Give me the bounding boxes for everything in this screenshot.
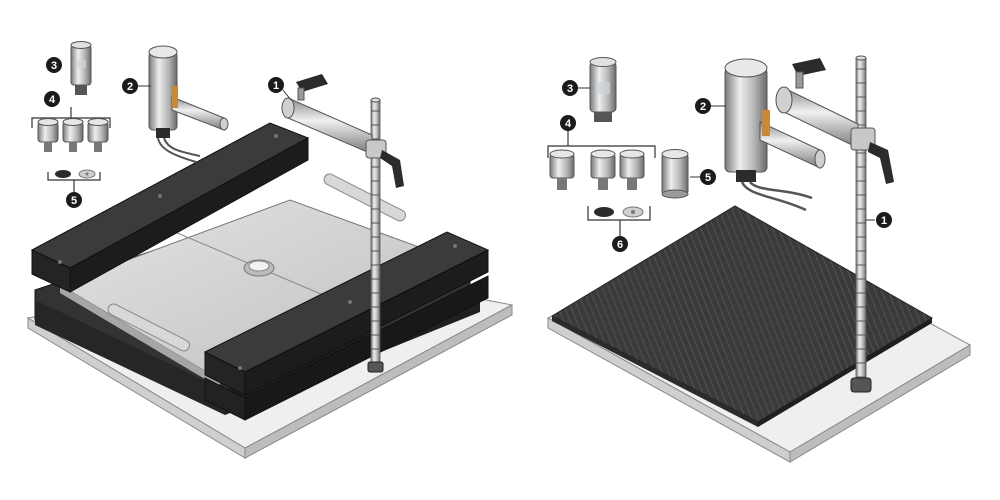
right-probe-arm (775, 58, 894, 184)
right-callout-2: 2 (695, 98, 711, 114)
right-apparatus: 1 2 3 4 5 6 (546, 55, 972, 463)
svg-text:3: 3 (567, 83, 573, 95)
right-leader-lines (578, 87, 875, 221)
right-disk-pads (587, 206, 651, 236)
right-callout-6: 6 (612, 236, 628, 252)
right-callout-4: 4 (560, 115, 576, 131)
left-platform (58, 173, 462, 388)
left-probe-arm (281, 74, 404, 188)
adapter-a (549, 149, 575, 190)
right-single-cup (661, 149, 689, 199)
left-leader-lines (138, 85, 292, 101)
right-callout-1: 1 (876, 212, 892, 228)
left-probe-holder (148, 45, 229, 163)
right-stand-pole (850, 55, 872, 393)
svg-text:4: 4 (565, 118, 572, 130)
adapter-c (619, 149, 645, 190)
svg-text:5: 5 (71, 195, 77, 207)
left-stand-pole (367, 97, 384, 373)
left-callout-1: 1 (268, 77, 284, 93)
adapter-b (62, 118, 84, 152)
adapter-c (87, 118, 109, 152)
right-probe-holder (724, 58, 826, 212)
right-callout-3: 3 (562, 80, 578, 96)
svg-text:5: 5 (705, 172, 711, 184)
left-apparatus: 1 2 3 4 5 (26, 41, 514, 459)
left-frame-front-bar (203, 231, 490, 421)
left-callout-4: 4 (44, 91, 60, 107)
svg-text:6: 6 (617, 239, 623, 251)
left-disk-pads (47, 169, 101, 192)
left-callout-5: 5 (66, 192, 82, 208)
left-frame-back-bar (30, 122, 310, 293)
svg-text:2: 2 (127, 81, 133, 93)
left-callout-2: 2 (122, 78, 138, 94)
right-callout-5: 5 (700, 169, 716, 185)
adapter-a (37, 118, 59, 152)
right-mat (550, 205, 933, 427)
left-probe-cup (70, 41, 92, 95)
svg-text:4: 4 (49, 94, 56, 106)
svg-text:1: 1 (881, 215, 887, 227)
svg-text:3: 3 (51, 60, 57, 72)
adapter-b (590, 149, 616, 190)
right-adapter-set (547, 130, 656, 190)
right-probe-cup (589, 57, 617, 122)
left-callout-3: 3 (46, 57, 62, 73)
svg-text:2: 2 (700, 101, 706, 113)
svg-text:1: 1 (273, 80, 279, 92)
left-adapter-set (31, 107, 111, 152)
